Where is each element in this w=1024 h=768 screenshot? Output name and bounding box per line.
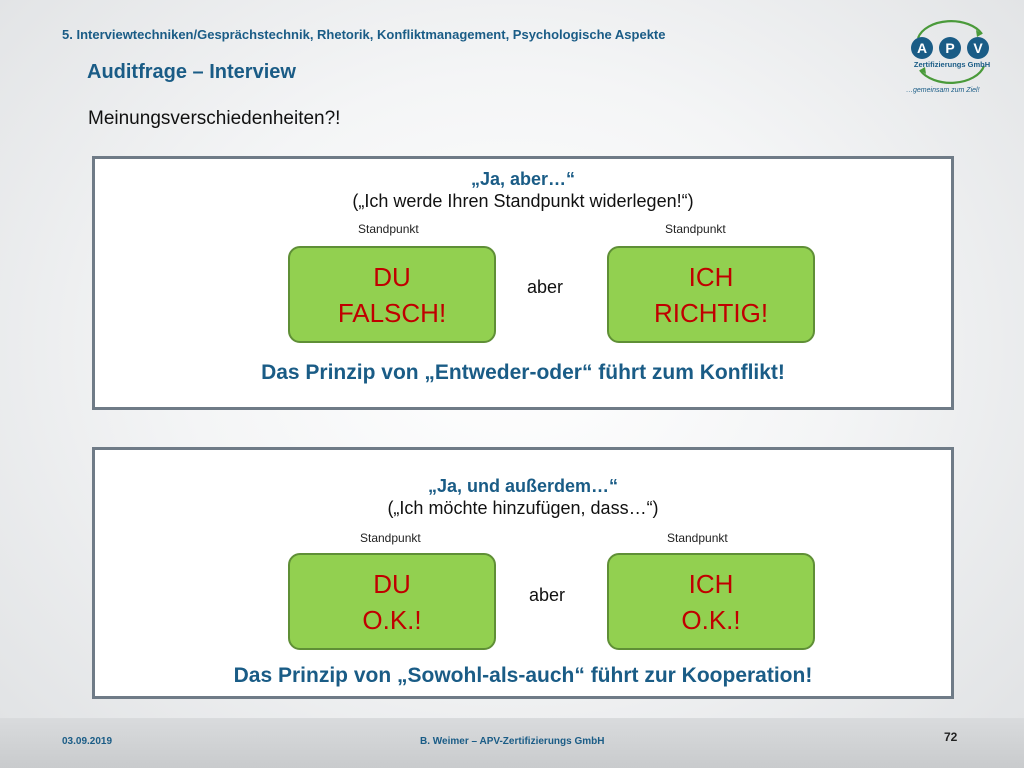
- panel1-left-box-line2: FALSCH!: [337, 298, 447, 328]
- panel2-principle: Das Prinzip von „Sowohl-als-auch“ führt …: [233, 664, 813, 687]
- panel2-right-box-line2: O.K.!: [681, 605, 741, 635]
- footer-date: 03.09.2019: [62, 736, 113, 747]
- panel-ja-aber: „Ja, aber…“ („Ich werde Ihren Standpunkt…: [92, 156, 954, 410]
- panel1-right-box-line2: RICHTIG!: [653, 298, 769, 328]
- logo-company: Zertifizierungs GmbH: [914, 60, 990, 69]
- panel2-left-box: DU O.K.!: [288, 553, 496, 650]
- panel1-phrase: „Ja, aber…“: [470, 169, 576, 189]
- panel2-phrase-sub: („Ich möchte hinzufügen, dass…“): [387, 498, 659, 518]
- panel1-right-box-line1: ICH: [688, 262, 734, 292]
- logo-letter-a: A: [917, 40, 927, 56]
- panel1-connector: aber: [527, 277, 564, 297]
- section-title: 5. Interviewtechniken/Gesprächstechnik, …: [62, 27, 666, 42]
- panel2-right-box: ICH O.K.!: [607, 553, 815, 650]
- footer-author: B. Weimer – APV-Zertifizierungs GmbH: [420, 736, 605, 747]
- slide-heading: Auditfrage – Interview: [87, 61, 296, 83]
- panel1-phrase-sub: („Ich werde Ihren Standpunkt widerlegen!…: [352, 191, 694, 211]
- logo-letter-v: V: [973, 40, 983, 56]
- logo-letter-p: P: [945, 40, 954, 56]
- panel1-left-box-line1: DU: [373, 262, 411, 292]
- apv-logo: A P V Zertifizierungs GmbH …gemeinsam zu…: [900, 18, 1000, 102]
- panel1-right-box: ICH RICHTIG!: [607, 246, 815, 343]
- panel1-standpoint-right: Standpunkt: [665, 222, 726, 236]
- panel2-standpoint-left: Standpunkt: [360, 531, 421, 545]
- panel2-connector: aber: [529, 585, 566, 605]
- slide-subheading: Meinungsverschiedenheiten?!: [88, 108, 341, 129]
- logo-tagline: …gemeinsam zum Ziel!: [906, 87, 980, 94]
- panel2-standpoint-right: Standpunkt: [667, 531, 728, 545]
- apv-logo-graphic: A P V Zertifizierungs GmbH: [911, 20, 990, 84]
- panel2-left-box-line2: O.K.!: [362, 605, 422, 635]
- panel1-standpoint-left: Standpunkt: [358, 222, 419, 236]
- panel2-right-box-line1: ICH: [688, 569, 734, 599]
- panel2-left-box-line1: DU: [373, 569, 411, 599]
- panel2-phrase: „Ja, und außerdem…“: [427, 476, 619, 496]
- footer-bar: [0, 718, 1024, 768]
- panel1-principle: Das Prinzip von „Entweder-oder“ führt zu…: [261, 361, 785, 384]
- panel1-left-box: DU FALSCH!: [288, 246, 496, 343]
- page-number: 72: [944, 730, 958, 744]
- panel-ja-und-ausserdem: „Ja, und außerdem…“ („Ich möchte hinzufü…: [92, 447, 954, 699]
